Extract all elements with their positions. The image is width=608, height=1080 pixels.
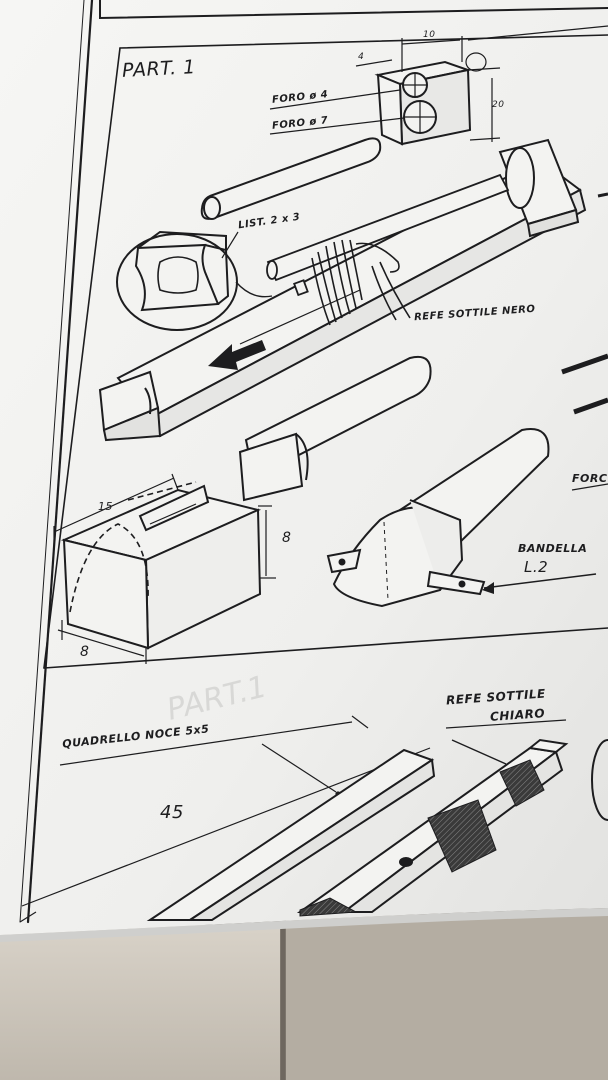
rod-collar — [498, 138, 580, 238]
direction-arrow-icon — [208, 340, 266, 370]
cardboard-box-left — [0, 925, 280, 1080]
light-thread-wraps — [299, 759, 545, 917]
label-l2: L.2 — [524, 558, 549, 576]
panel-frame-left — [43, 47, 121, 669]
walnut-square-rod — [146, 748, 436, 921]
square-block — [60, 484, 262, 650]
label-forc: FORC — [572, 472, 608, 485]
black-thread-lashing — [239, 239, 411, 345]
half-round-dowel — [238, 356, 432, 502]
dim-20: 20 — [492, 100, 505, 110]
label-bandella: BANDELLA — [518, 542, 588, 555]
dim-4: 4 — [358, 52, 365, 62]
drilled-block — [374, 60, 472, 146]
cardboard-box-right — [286, 915, 608, 1080]
saddle-bracket — [326, 428, 550, 608]
dim-8-side: 8 — [282, 530, 292, 546]
panel-frame-top — [119, 34, 608, 49]
dim-45: 45 — [160, 802, 184, 823]
part-title: PART. 1 — [121, 56, 197, 82]
profile-detail-circle — [116, 230, 273, 331]
dim-8-bottom: 8 — [80, 644, 90, 660]
panel-frame-bottom — [43, 627, 608, 669]
round-dowel — [200, 137, 382, 220]
dim-10: 10 — [423, 30, 436, 40]
dim-15: 15 — [98, 500, 113, 513]
outer-border-line — [26, 0, 94, 924]
